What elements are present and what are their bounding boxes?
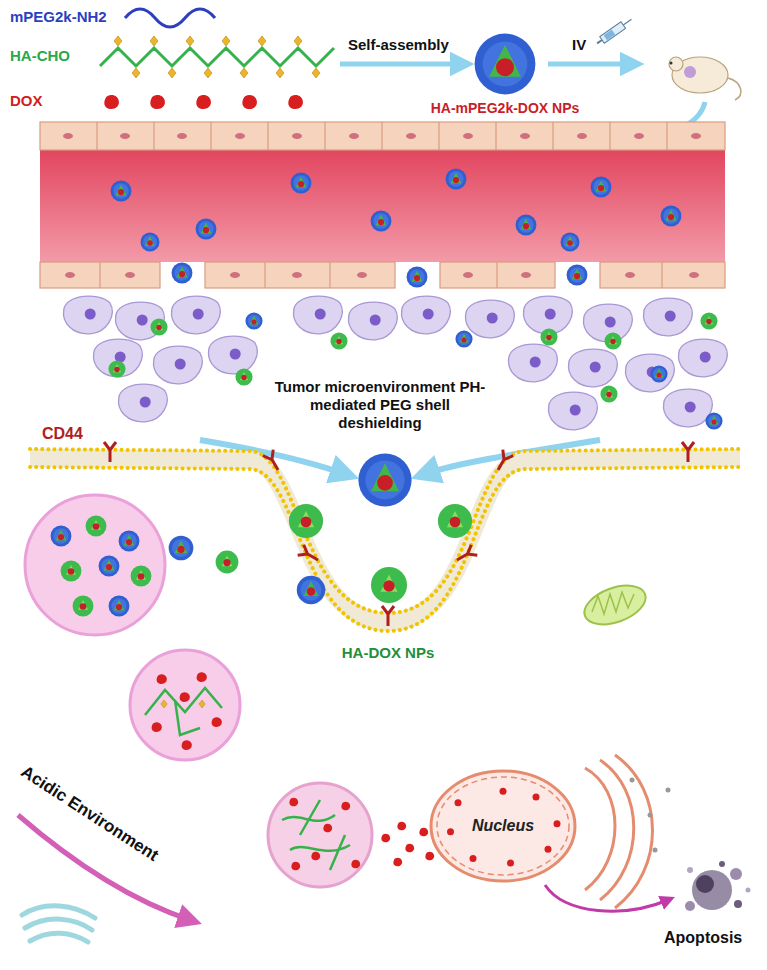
nanoparticle-label: HA-DOX NPs — [342, 644, 435, 662]
outcome-label: Apoptosis — [664, 928, 742, 947]
step-label: Self-assembly — [348, 36, 449, 54]
reagents — [100, 9, 334, 109]
apoptotic-cell — [685, 861, 751, 911]
compound-label: HA-CHO — [10, 47, 70, 65]
receptor-label: CD44 — [42, 424, 83, 443]
mouse-icon — [669, 57, 741, 100]
mitochondrion — [579, 578, 651, 632]
nucleus-shape: Nucleus — [428, 768, 578, 884]
syringe-icon — [595, 16, 634, 47]
organelle-label: Nucleus — [472, 817, 534, 835]
golgi — [22, 906, 95, 942]
internalizing-nanoparticles — [289, 453, 472, 604]
compound-label: mPEG2k-NH2 — [10, 8, 107, 26]
lysosome — [268, 783, 372, 887]
late-endosome — [130, 650, 240, 760]
peg-nanoparticle — [475, 34, 536, 95]
apoptosis-arrow — [545, 885, 668, 911]
nanoparticle-label: HA-mPEG2k-DOX NPs — [431, 100, 580, 117]
endosome — [25, 495, 238, 635]
compound-label: DOX — [10, 92, 43, 110]
step-label: Tumor microenvironment PH-mediated PEG s… — [269, 376, 492, 434]
blood-vessel — [40, 122, 725, 288]
step-label: Acidic Environment — [17, 762, 162, 866]
released-dox — [381, 822, 434, 866]
step-label: IV — [572, 36, 586, 54]
endoplasmic-reticulum — [585, 755, 671, 908]
